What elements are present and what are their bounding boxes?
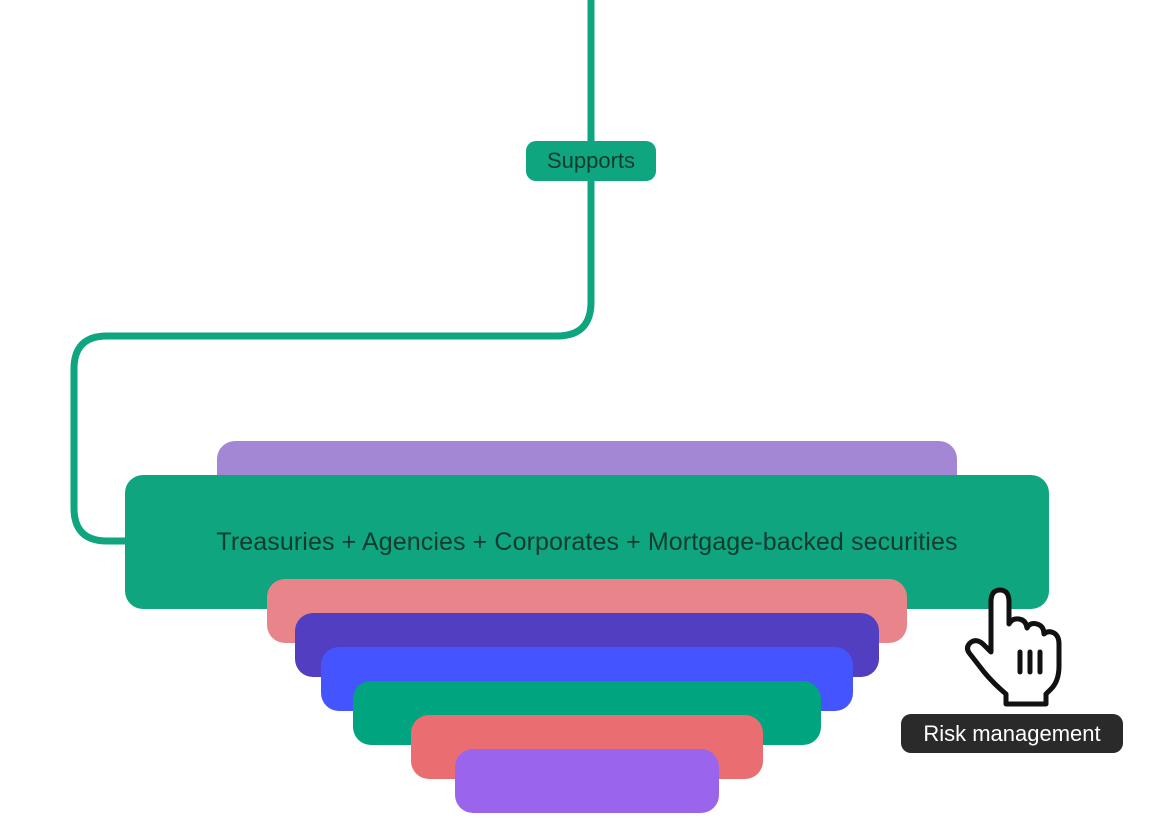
hand-pointer-icon xyxy=(965,587,1062,707)
main-card-text: Treasuries + Agencies + Corporates + Mor… xyxy=(216,527,958,556)
tooltip-text: Risk management xyxy=(923,720,1101,746)
edge-label-text: Supports xyxy=(546,148,636,173)
connector-line[interactable] xyxy=(70,0,595,545)
tooltip-risk-management: Risk management xyxy=(901,714,1123,753)
edge-label-supports[interactable]: Supports xyxy=(526,141,656,181)
stack-layer-violet[interactable] xyxy=(455,749,719,813)
